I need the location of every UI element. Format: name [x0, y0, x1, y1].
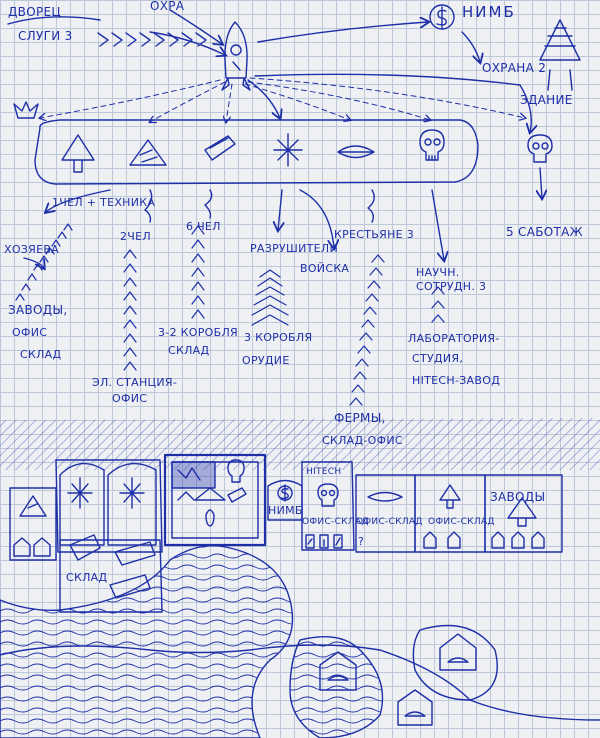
label-sotrudn: СОТРУДН. 3: [416, 280, 487, 293]
label-zavody-map: ЗАВОДЫ: [490, 490, 546, 504]
label-nauch: НАУЧН.: [416, 266, 460, 279]
label-zavody: ЗАВОДЫ,: [8, 303, 68, 317]
skull-right-icon: [527, 134, 553, 163]
label-voiska: ВОЙСКА: [300, 262, 350, 275]
mountain-icon: [129, 139, 167, 166]
eye-saucer-icon: [337, 145, 375, 159]
label-el-station: ЭЛ. СТАНЦИЯ-: [92, 376, 178, 389]
palace-building: [163, 453, 267, 547]
label-two-chel: 2ЧЕЛ: [120, 230, 151, 243]
tree-icon: [61, 134, 95, 173]
label-question: ?: [358, 535, 365, 548]
label-orudie: ОРУДИЕ: [242, 354, 290, 367]
nimb-dollar-icon: [429, 4, 455, 30]
palace-rocket-icon: [221, 21, 251, 91]
label-six-chel: 6 ЧЕЛ: [186, 220, 221, 233]
label-zdanie: ЗДАНИЕ: [520, 93, 573, 107]
river: [0, 545, 294, 738]
slugi-arrow: [7, 9, 225, 55]
star-energy-icon: [273, 133, 303, 167]
label-nimb: НИМБ: [462, 3, 516, 21]
zavody-building: [484, 474, 563, 553]
resource-band: [34, 119, 479, 185]
skull-icon: [419, 129, 445, 161]
label-korobl-3: 3 КОРОБЛЯ: [244, 331, 313, 344]
label-hitech: HITECH: [306, 467, 342, 477]
hitech-building: [301, 461, 355, 551]
label-five-sabotage: 5 САБОТАЖ: [506, 225, 583, 239]
label-el-ofis: ОФИС: [112, 392, 148, 405]
mountain-building: [9, 487, 57, 561]
crate-icon: [204, 135, 236, 161]
label-ohrana-palace: ОХРА: [150, 0, 185, 13]
label-nimb-small: НИМБ: [268, 504, 303, 517]
label-krestyane: КРЕСТЬЯНЕ 3: [334, 228, 414, 241]
label-khozyaeva: ХОЗЯЕВА: [4, 243, 60, 256]
tree-building: [414, 474, 486, 553]
crown-icon: [13, 101, 39, 119]
energy-building: [55, 459, 163, 553]
label-korobl-32-sklad: СКЛАД: [168, 344, 210, 357]
label-ofis: ОФИС: [12, 326, 48, 339]
label-slugi: СЛУГИ 3: [18, 29, 73, 43]
shore-hatch: [0, 418, 600, 470]
label-sklad-map: СКЛАД: [66, 571, 108, 584]
label-ofis-sklad-2: ОФИС-СКЛАД: [356, 517, 423, 527]
zdanie-tree-icon: [539, 19, 581, 91]
label-dvorets: ДВОРЕЦ: [8, 5, 61, 19]
label-hitech-zavod: HITECH-ЗАВОД: [412, 374, 501, 387]
label-sklad: СКЛАД: [20, 348, 62, 361]
label-chel-tech: 1ЧЕЛ + ТЕХНИКА: [52, 196, 156, 209]
label-fermy-sklad: СКЛАД-ОФИС: [322, 434, 403, 447]
label-laboratoria: ЛАБОРАТОРИЯ-: [408, 332, 500, 345]
warehouse: [59, 534, 163, 613]
house-icon-2: [397, 689, 433, 726]
house-icon-1: [319, 651, 357, 691]
house-icon-3: [439, 633, 477, 671]
label-fermy: ФЕРМЫ,: [334, 411, 386, 425]
saucer-building: [355, 474, 416, 553]
label-nimb-ohrana: ОХРАНА 2: [482, 61, 547, 75]
label-korobl-32: 3-2 КОРОБЛЯ: [158, 326, 238, 339]
label-ofis-sklad-1: ОФИС-СКЛАД: [302, 517, 369, 527]
label-razrushiteli: РАЗРУШИТЕЛИ: [250, 242, 339, 255]
label-ofis-sklad-3: ОФИС-СКЛАД: [428, 517, 495, 527]
label-studia: СТУДИЯ,: [412, 352, 464, 365]
